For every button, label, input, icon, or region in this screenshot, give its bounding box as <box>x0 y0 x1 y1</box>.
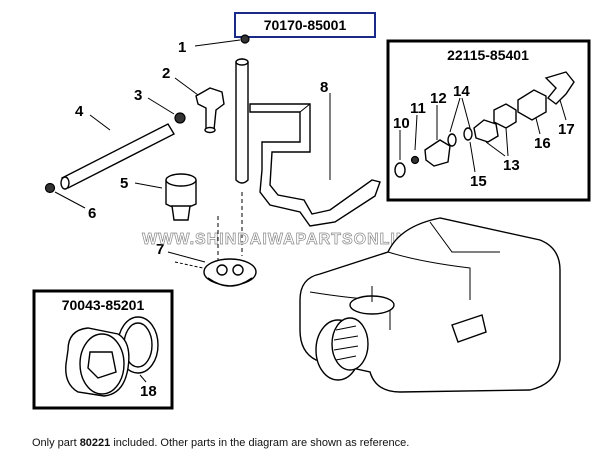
part-1-fuel-tube <box>194 34 250 184</box>
footer-prefix: Only part <box>32 437 80 449</box>
part-8-fuel-hose <box>249 93 381 227</box>
part-3-clamp <box>147 97 186 124</box>
label-18: 18 <box>140 383 157 400</box>
label-7: 7 <box>156 241 164 258</box>
label-10: 10 <box>393 115 410 132</box>
part-2-elbow-fitting <box>174 77 225 134</box>
label-4: 4 <box>75 103 84 120</box>
label-16: 16 <box>534 135 551 152</box>
label-5: 5 <box>120 175 128 192</box>
footer-note: Only part 80221 included. Other parts in… <box>32 437 409 449</box>
main-part-number: 70170-85001 <box>264 17 347 33</box>
label-6: 6 <box>88 205 96 222</box>
part-6-clamp <box>44 182 86 209</box>
footer-suffix: included. Other parts in the diagram are… <box>110 437 410 449</box>
label-3: 3 <box>134 87 142 104</box>
label-1: 1 <box>178 39 186 56</box>
carb-kit-part-number: 22115-85401 <box>447 47 529 63</box>
label-2: 2 <box>162 65 170 82</box>
label-15: 15 <box>470 173 487 190</box>
cap-kit-parts <box>65 316 159 397</box>
carb-kit-parts <box>394 71 575 178</box>
carb-kit-box <box>386 39 591 202</box>
label-17: 17 <box>558 121 575 138</box>
watermark: WWW.SHINDAIWAPARTSONLINE.COM <box>142 231 466 248</box>
label-8: 8 <box>320 79 328 96</box>
label-13: 13 <box>503 157 520 174</box>
main-part-number-box[interactable] <box>234 12 376 38</box>
part-4-return-tube <box>60 114 175 190</box>
label-12: 12 <box>430 90 447 107</box>
footer-part-number: 80221 <box>79 437 111 449</box>
label-14: 14 <box>453 83 470 100</box>
part-7-grommet <box>167 192 257 287</box>
part-5-fuel-filter <box>134 173 197 221</box>
fuel-tank <box>299 217 561 393</box>
cap-kit-part-number: 70043-85201 <box>62 297 145 313</box>
label-11: 11 <box>410 100 426 117</box>
